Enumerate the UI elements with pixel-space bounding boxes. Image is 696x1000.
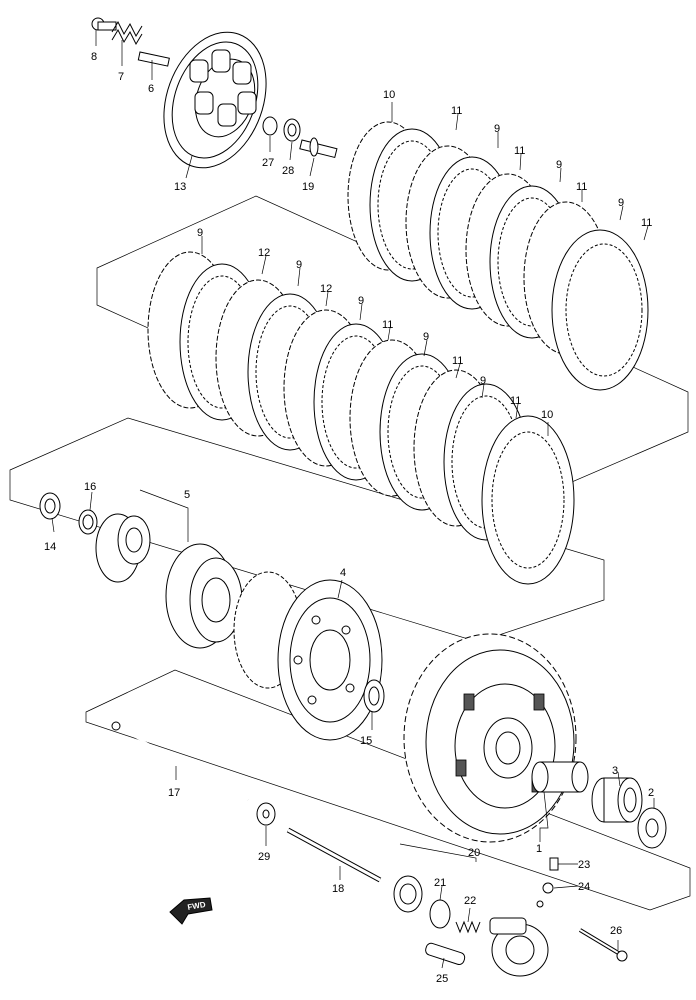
callout-21: 21 bbox=[434, 877, 446, 889]
callout-22: 22 bbox=[464, 895, 476, 907]
callout-18: 18 bbox=[332, 883, 344, 895]
callout-20: 20 bbox=[468, 847, 480, 859]
callout-9h: 9 bbox=[480, 375, 486, 387]
callout-9b: 9 bbox=[556, 159, 562, 171]
upper-plate-stack bbox=[347, 121, 649, 391]
callout-9c: 9 bbox=[618, 197, 624, 209]
callout-29: 29 bbox=[258, 851, 270, 863]
lock-nut bbox=[39, 492, 61, 520]
callout-11d: 11 bbox=[641, 217, 652, 229]
bleeder-ball bbox=[536, 900, 544, 908]
middle-plate-stack bbox=[147, 251, 575, 585]
callout-13: 13 bbox=[174, 181, 186, 193]
thrust-bearing bbox=[283, 118, 301, 142]
callout-10a: 10 bbox=[383, 89, 395, 101]
primary-driven-gear-housing bbox=[403, 633, 577, 843]
washer bbox=[262, 116, 278, 136]
callout-11g: 11 bbox=[510, 395, 521, 407]
oil-seal bbox=[393, 875, 423, 913]
thrust-washer-2 bbox=[637, 807, 667, 849]
callout-28: 28 bbox=[282, 165, 294, 177]
callout-5: 5 bbox=[184, 489, 190, 501]
callout-1: 1 bbox=[536, 843, 542, 855]
spacer-sleeve bbox=[531, 761, 589, 793]
callout-7: 7 bbox=[118, 71, 124, 83]
thrust-washer bbox=[363, 679, 385, 713]
push-rod-short bbox=[286, 827, 382, 883]
bolt bbox=[91, 17, 117, 31]
middle-plate-group-frame bbox=[9, 417, 605, 643]
callout-9g: 9 bbox=[423, 331, 429, 343]
callout-11c: 11 bbox=[576, 181, 587, 193]
callout-9e: 9 bbox=[296, 259, 302, 271]
callout-9f: 9 bbox=[358, 295, 364, 307]
pressure-plate bbox=[163, 31, 267, 169]
callout-11e: 11 bbox=[382, 319, 393, 331]
callout-26: 26 bbox=[610, 925, 622, 937]
callout-12a: 12 bbox=[258, 247, 270, 259]
callout-10b: 10 bbox=[541, 409, 553, 421]
pushrod-piece bbox=[299, 137, 338, 159]
callout-16: 16 bbox=[84, 481, 96, 493]
callout-11b: 11 bbox=[514, 145, 525, 157]
o-ring bbox=[429, 899, 451, 929]
spring bbox=[111, 20, 143, 46]
fwd-arrow-badge: FWD bbox=[169, 897, 213, 925]
callout-25: 25 bbox=[436, 973, 448, 985]
spring-stud bbox=[137, 51, 170, 67]
callout-8: 8 bbox=[91, 51, 97, 63]
clutch-hub-seat bbox=[95, 513, 151, 583]
lower-shaft-group-frame bbox=[85, 669, 691, 911]
callout-6: 6 bbox=[148, 83, 154, 95]
leader-lines bbox=[51, 30, 655, 969]
spring-washer bbox=[78, 509, 98, 535]
mounting-bolt bbox=[578, 928, 628, 962]
fwd-label: FWD bbox=[187, 900, 207, 912]
callout-17: 17 bbox=[168, 787, 180, 799]
callout-12b: 12 bbox=[320, 283, 332, 295]
callout-4: 4 bbox=[340, 567, 346, 579]
bleeder-cap bbox=[542, 882, 554, 894]
callout-23: 23 bbox=[578, 859, 590, 871]
callout-14: 14 bbox=[44, 541, 56, 553]
callout-3: 3 bbox=[612, 765, 618, 777]
release-cylinder-body bbox=[489, 917, 549, 977]
clutch-sleeve-hub bbox=[233, 571, 383, 741]
callout-27: 27 bbox=[262, 157, 274, 169]
needle-bearing bbox=[591, 777, 643, 823]
damper-cam bbox=[165, 543, 243, 649]
release-piston bbox=[425, 942, 466, 965]
callout-15: 15 bbox=[360, 735, 372, 747]
callout-24: 24 bbox=[578, 881, 590, 893]
rod-washer bbox=[256, 802, 276, 826]
part-callouts: 8 7 6 13 27 28 19 10 11 9 11 9 11 9 11 9… bbox=[44, 51, 654, 985]
callout-9a: 9 bbox=[494, 123, 500, 135]
bleeder-screw bbox=[549, 857, 559, 871]
callout-9d: 9 bbox=[197, 227, 203, 239]
clutch-push-rod-long bbox=[111, 721, 249, 801]
release-spring bbox=[455, 920, 481, 934]
callout-19: 19 bbox=[302, 181, 314, 193]
upper-plate-group-frame bbox=[96, 195, 689, 501]
callout-11f: 11 bbox=[452, 355, 463, 367]
callout-2: 2 bbox=[648, 787, 654, 799]
callout-11a: 11 bbox=[451, 105, 462, 117]
